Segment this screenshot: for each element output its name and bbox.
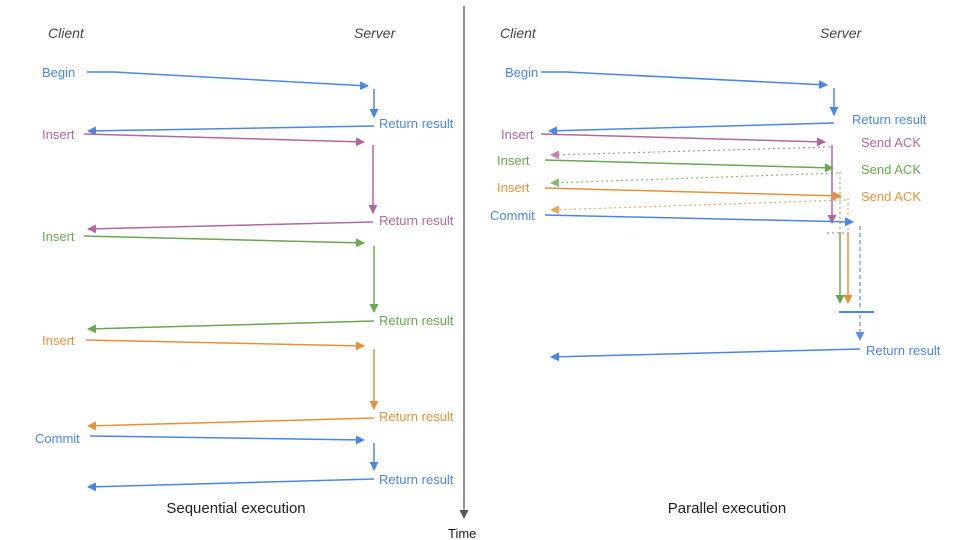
seq-insert3-response-arrow [87,417,375,431]
par-begin-request-arrow [541,71,828,90]
time-axis: Time [448,6,476,540]
seq-insert1-response-arrow [87,221,374,234]
par-op-begin: Begin Return result [505,65,927,136]
par-commit-request-arrow [544,214,854,227]
seq-op-insert-3: Insert Return result [42,333,454,431]
seq-op-begin: Begin Return result [42,65,454,136]
seq-commit-request-arrow [89,435,365,445]
time-axis-label: Time [448,526,476,540]
par-commit-response-label: Return result [866,343,941,358]
par-insert3-request-arrow [544,187,842,201]
par-op-insert-2: Insert Send ACK [497,153,921,304]
seq-begin-response-arrow [87,125,375,136]
left-server-lane-header: Server [354,25,397,41]
seq-insert1-label: Insert [42,127,75,142]
par-commit-response-arrow [550,348,861,362]
par-insert2-ack-label: Send ACK [861,162,921,177]
seq-commit-response-arrow [87,478,375,492]
par-begin-response-label: Return result [852,112,927,127]
par-op-insert-1: Insert Send ACK [501,127,921,234]
seq-insert3-label: Insert [42,333,75,348]
seq-insert2-response-arrow [87,320,375,334]
seq-insert2-request-arrow [83,235,365,248]
par-insert3-label: Insert [497,180,530,195]
sequential-panel-title: Sequential execution [166,500,305,517]
par-insert1-request-arrow [540,133,826,147]
par-insert1-ack-dashed-arrow [550,146,831,160]
par-insert3-ack-label: Send ACK [861,189,921,204]
seq-insert2-label: Insert [42,229,75,244]
seq-begin-request-arrow [87,71,369,91]
seq-op-insert-1: Insert Return result [42,127,454,234]
right-client-lane-header: Client [500,25,537,41]
seq-begin-label: Begin [42,65,75,80]
par-insert3-ack-dashed-arrow [550,199,847,215]
seq-begin-response-label: Return result [379,116,454,131]
par-begin-label: Begin [505,65,538,80]
parallel-panel: Client Server Begin Return result Insert… [490,25,941,517]
par-insert2-label: Insert [497,153,530,168]
par-op-commit: Commit Return result [490,208,941,362]
seq-commit-response-label: Return result [379,472,454,487]
par-insert1-ack-label: Send ACK [861,135,921,150]
seq-insert3-request-arrow [85,339,365,351]
seq-insert1-request-arrow [83,133,365,147]
par-insert2-request-arrow [544,159,834,173]
seq-insert3-response-label: Return result [379,409,454,424]
par-insert1-label: Insert [501,127,534,142]
par-op-insert-3: Insert Send ACK [497,180,921,304]
seq-insert2-response-label: Return result [379,313,454,328]
seq-op-commit: Commit Return result [35,431,454,492]
left-client-lane-header: Client [48,25,85,41]
par-insert2-ack-dashed-arrow [550,172,839,188]
parallel-panel-title: Parallel execution [668,500,786,517]
par-commit-label: Commit [490,208,535,223]
seq-commit-label: Commit [35,431,80,446]
right-server-lane-header: Server [820,25,863,41]
sequential-panel: Client Server Begin Return result Insert… [35,25,454,517]
par-begin-response-arrow [548,122,835,136]
seq-op-insert-2: Insert Return result [42,229,454,334]
seq-insert1-response-label: Return result [379,213,454,228]
